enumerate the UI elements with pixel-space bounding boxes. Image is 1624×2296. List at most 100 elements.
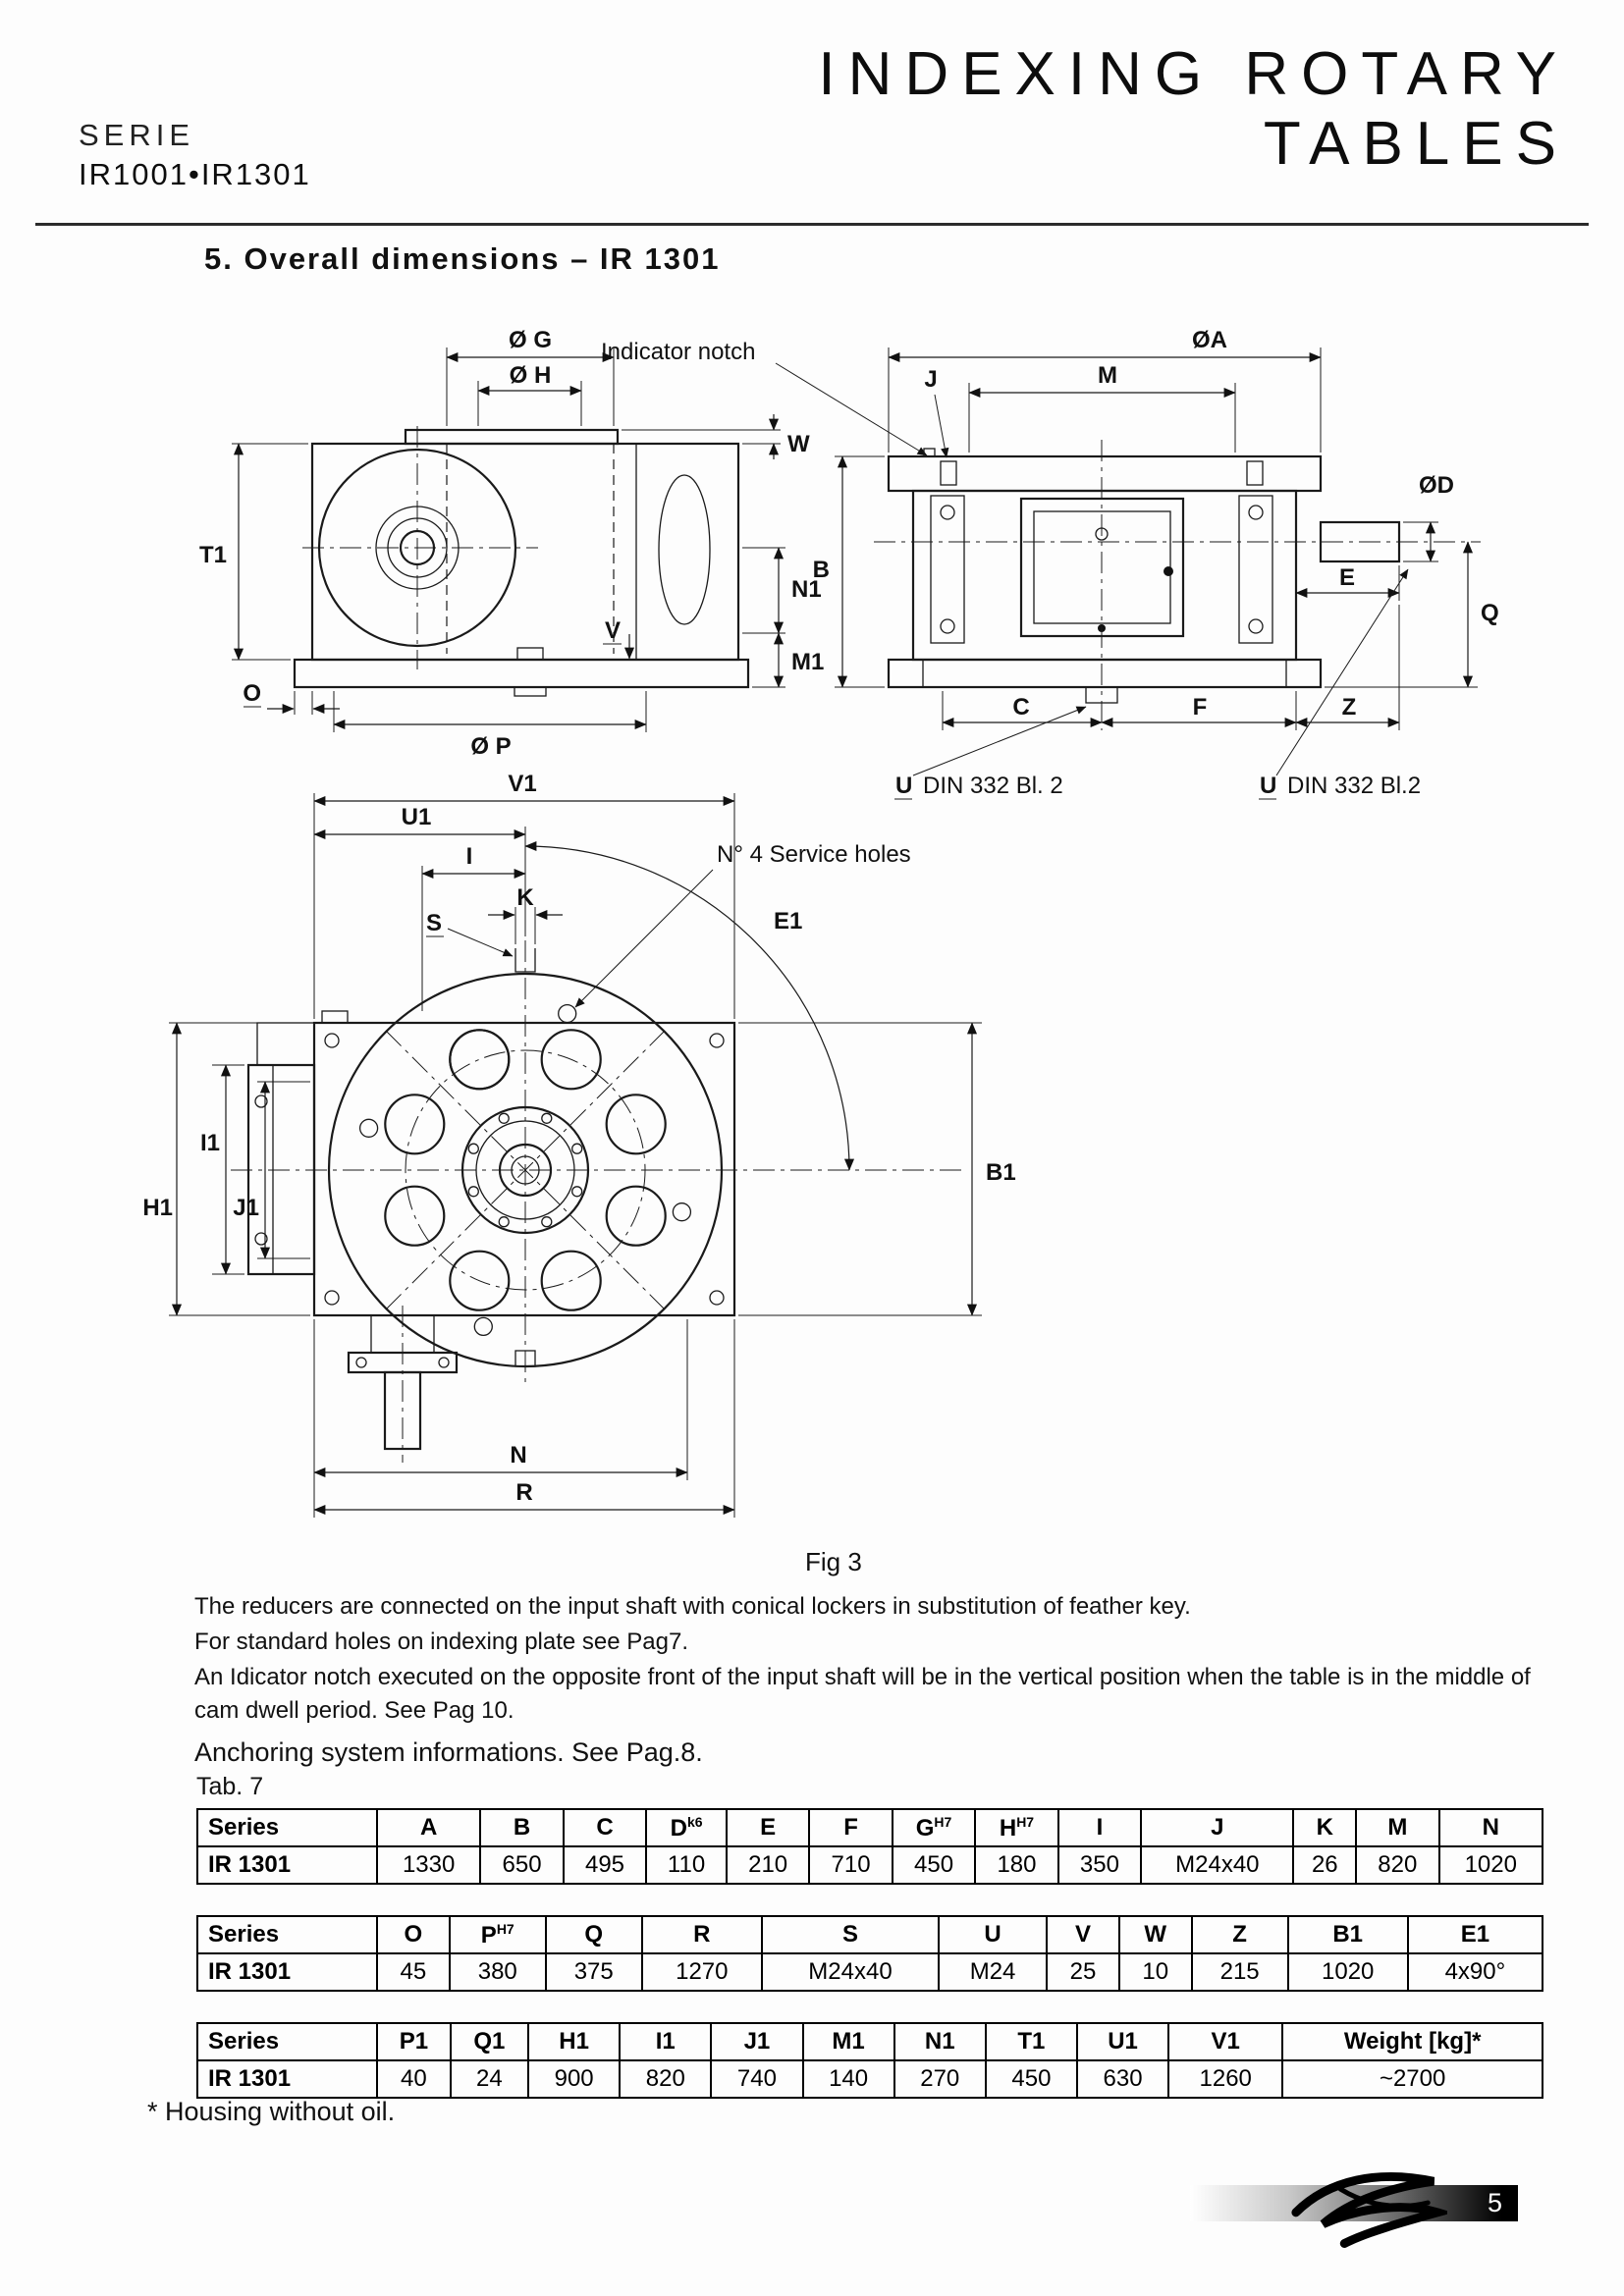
col-header: Q <box>544 1915 643 1954</box>
col-header: C <box>562 1808 648 1847</box>
u-label-left: U <box>895 773 912 799</box>
note-line: For standard holes on indexing plate see… <box>194 1629 689 1656</box>
dim-label-n1: N1 <box>791 576 822 603</box>
dim-label-e: E <box>1339 564 1355 591</box>
value-cell: 26 <box>1292 1845 1358 1885</box>
col-header: Q1 <box>449 2022 530 2061</box>
indicator-notch-label: Indicator notch <box>601 339 755 365</box>
value-cell: 1270 <box>640 1952 763 1992</box>
value-cell: 450 <box>984 2059 1078 2099</box>
value-cell: 24 <box>449 2059 530 2099</box>
dim-label-v1: V1 <box>508 771 536 797</box>
dim-label-j: J <box>924 366 937 393</box>
document-title: INDEXING ROTARY TABLES <box>818 39 1569 180</box>
serie-label: SERIE <box>79 118 195 152</box>
col-header: B <box>479 1808 565 1847</box>
col-header: Dk6 <box>645 1808 728 1847</box>
note-line: Anchoring system informations. See Pag.8… <box>194 1737 703 1768</box>
dim-label-c: C <box>1012 694 1029 721</box>
value-cell: 740 <box>710 2059 804 2099</box>
front-view: ØA M J B ØD E Q <box>813 327 1499 800</box>
dim-label-n: N <box>510 1442 526 1468</box>
dim-label-f: F <box>1193 694 1208 721</box>
value-cell: M24 <box>938 1952 1049 1992</box>
col-header: F <box>808 1808 893 1847</box>
technical-drawing: Ø G Ø H W T1 N1 M1 V <box>142 327 1499 1518</box>
series-cell: IR 1301 <box>196 1845 378 1885</box>
dim-label-k: K <box>516 884 534 911</box>
dim-label-oa: ØA <box>1192 327 1227 353</box>
value-cell: M24x40 <box>760 1952 941 1992</box>
col-header: T1 <box>984 2022 1078 2061</box>
col-header: M1 <box>801 2022 895 2061</box>
col-header: R <box>640 1915 763 1954</box>
value-cell: 710 <box>808 1845 893 1885</box>
value-cell: 495 <box>562 1845 648 1885</box>
value-cell: 630 <box>1075 2059 1170 2099</box>
notes-block: The reducers are connected on the input … <box>194 1590 1540 1774</box>
col-header: Series <box>196 1808 378 1847</box>
title-line-1: INDEXING ROTARY <box>818 40 1569 108</box>
value-cell: 820 <box>619 2059 713 2099</box>
dim-label-r: R <box>515 1479 532 1506</box>
value-cell: 40 <box>376 2059 452 2099</box>
dim-label-og: Ø G <box>509 327 552 353</box>
series-block: SERIE IR1001•IR1301 <box>79 118 311 192</box>
value-cell: 350 <box>1056 1845 1143 1885</box>
dim-label-v: V <box>605 617 621 644</box>
col-header: K <box>1292 1808 1358 1847</box>
table-label: Tab. 7 <box>196 1773 264 1800</box>
dim-label-h1: H1 <box>142 1195 173 1221</box>
dim-label-z: Z <box>1342 694 1357 721</box>
series-cell: IR 1301 <box>196 1952 378 1992</box>
value-cell: 380 <box>448 1952 547 1992</box>
header-rule <box>35 223 1589 226</box>
col-header: PH7 <box>448 1915 547 1954</box>
col-header: Weight [kg]* <box>1281 2022 1543 2061</box>
service-holes-label: N° 4 Service holes <box>717 841 911 868</box>
col-header: I <box>1056 1808 1143 1847</box>
dim-label-s: S <box>426 910 442 936</box>
value-cell: 1330 <box>375 1845 482 1885</box>
value-cell: 45 <box>376 1952 451 1992</box>
value-cell: 820 <box>1355 1845 1440 1885</box>
dim-label-i1: I1 <box>200 1130 220 1156</box>
col-header: J1 <box>710 2022 804 2061</box>
dim-label-od: ØD <box>1419 472 1454 499</box>
top-view: V1 U1 I K S E1 N° 4 Service holes <box>142 771 1016 1518</box>
col-header: Z <box>1190 1915 1289 1954</box>
side-view: Ø G Ø H W T1 N1 M1 V <box>199 327 824 760</box>
din-note-left: DIN 332 Bl. 2 <box>923 773 1063 799</box>
col-header: I1 <box>619 2022 713 2061</box>
col-header: E <box>725 1808 811 1847</box>
value-cell: 650 <box>479 1845 565 1885</box>
dim-label-b: B <box>813 557 830 583</box>
col-header: U1 <box>1075 2022 1170 2061</box>
dim-label-q: Q <box>1481 600 1499 626</box>
dim-label-i: I <box>466 843 473 870</box>
value-cell: 1020 <box>1286 1952 1409 1992</box>
note-line: An Idicator notch executed on the opposi… <box>194 1664 1531 1725</box>
value-cell: 375 <box>544 1952 643 1992</box>
brand-swoosh-logo <box>1291 2172 1447 2248</box>
dim-label-w: W <box>787 431 810 457</box>
series-models: IR1001•IR1301 <box>79 157 311 191</box>
dim-label-e1: E1 <box>774 908 802 934</box>
col-header: N1 <box>893 2022 987 2061</box>
value-cell: 210 <box>725 1845 811 1885</box>
din-note-right: DIN 332 Bl.2 <box>1287 773 1421 799</box>
value-cell: 900 <box>527 2059 622 2099</box>
value-cell: 10 <box>1117 1952 1193 1992</box>
col-header: V1 <box>1167 2022 1284 2061</box>
col-header: B1 <box>1286 1915 1409 1954</box>
col-header: E1 <box>1406 1915 1544 1954</box>
